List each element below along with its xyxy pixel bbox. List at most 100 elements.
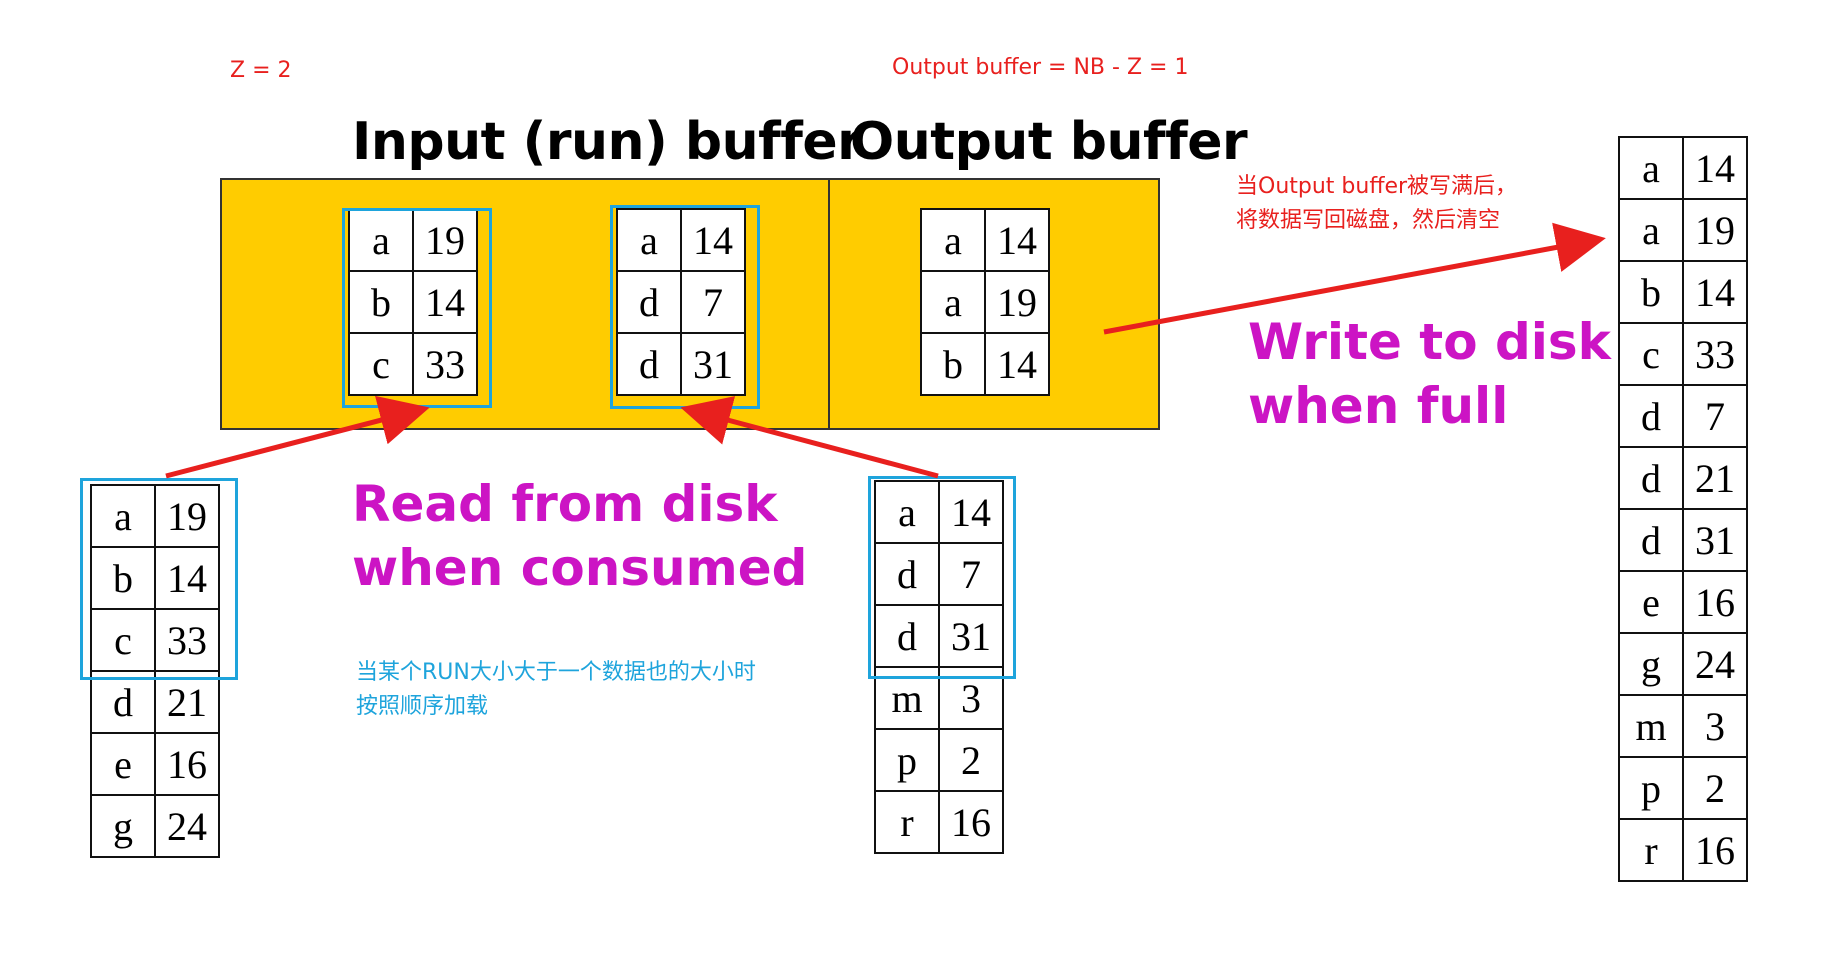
value-cell: 14: [984, 332, 1050, 396]
key-cell: b: [1618, 260, 1684, 324]
value-cell: 16: [938, 790, 1004, 854]
value-cell: 31: [938, 604, 1004, 668]
key-cell: a: [874, 480, 940, 544]
cn-load-note: 当某个RUN大小大于一个数据也的大小时 按照顺序加载: [356, 656, 756, 724]
value-cell: 33: [154, 608, 220, 672]
key-cell: b: [920, 332, 986, 396]
read-label-line1: Read from disk: [352, 475, 778, 533]
value-cell: 24: [154, 794, 220, 858]
value-cell: 24: [1682, 632, 1748, 696]
key-cell: g: [90, 794, 156, 858]
value-cell: 19: [984, 270, 1050, 334]
value-cell: 14: [680, 208, 746, 272]
key-cell: e: [1618, 570, 1684, 634]
key-cell: r: [874, 790, 940, 854]
key-cell: p: [874, 728, 940, 792]
value-cell: 7: [680, 270, 746, 334]
value-cell: 33: [1682, 322, 1748, 386]
cn-write-note: 当Output buffer被写满后， 将数据写回磁盘，然后清空: [1236, 170, 1517, 238]
key-cell: a: [920, 208, 986, 272]
key-cell: c: [1618, 322, 1684, 386]
key-cell: r: [1618, 818, 1684, 882]
value-cell: 19: [154, 484, 220, 548]
value-cell: 14: [984, 208, 1050, 272]
cn-write-note-line2: 将数据写回磁盘，然后清空: [1236, 208, 1501, 233]
key-cell: d: [874, 542, 940, 606]
key-cell: e: [90, 732, 156, 796]
value-cell: 19: [1682, 198, 1748, 262]
arrow-run2-to-input: [680, 396, 939, 479]
key-cell: c: [348, 332, 414, 396]
read-label-line2: when consumed: [352, 539, 808, 597]
value-cell: 16: [1682, 818, 1748, 882]
value-cell: 21: [1682, 446, 1748, 510]
key-cell: b: [90, 546, 156, 610]
output-formula-label: Output buffer = NB - Z = 1: [892, 55, 1189, 80]
key-cell: a: [90, 484, 156, 548]
value-cell: 19: [412, 208, 478, 272]
value-cell: 16: [154, 732, 220, 796]
key-cell: c: [90, 608, 156, 672]
key-cell: m: [1618, 694, 1684, 758]
key-cell: d: [616, 332, 682, 396]
output-buffer-title: Output buffer: [850, 112, 1248, 172]
arrow-output-to-disk: [1103, 222, 1606, 335]
value-cell: 16: [1682, 570, 1748, 634]
arrow-run1-to-input: [165, 395, 430, 479]
key-cell: b: [348, 270, 414, 334]
write-label-line2: when full: [1248, 377, 1509, 435]
key-cell: d: [90, 670, 156, 734]
value-cell: 3: [1682, 694, 1748, 758]
key-cell: d: [616, 270, 682, 334]
cn-load-note-line2: 按照顺序加载: [356, 694, 489, 719]
disk-run2-frame: [868, 476, 1016, 679]
value-cell: 14: [412, 270, 478, 334]
value-cell: 33: [412, 332, 478, 396]
disk-run1-frame: [80, 478, 238, 680]
key-cell: a: [616, 208, 682, 272]
write-label: Write to disk when full: [1248, 310, 1611, 438]
value-cell: 2: [938, 728, 1004, 792]
key-cell: d: [874, 604, 940, 668]
write-label-line1: Write to disk: [1248, 313, 1611, 371]
value-cell: 14: [154, 546, 220, 610]
cn-write-note-line1: 当Output buffer被写满后，: [1236, 174, 1518, 199]
value-cell: 7: [938, 542, 1004, 606]
value-cell: 7: [1682, 384, 1748, 448]
